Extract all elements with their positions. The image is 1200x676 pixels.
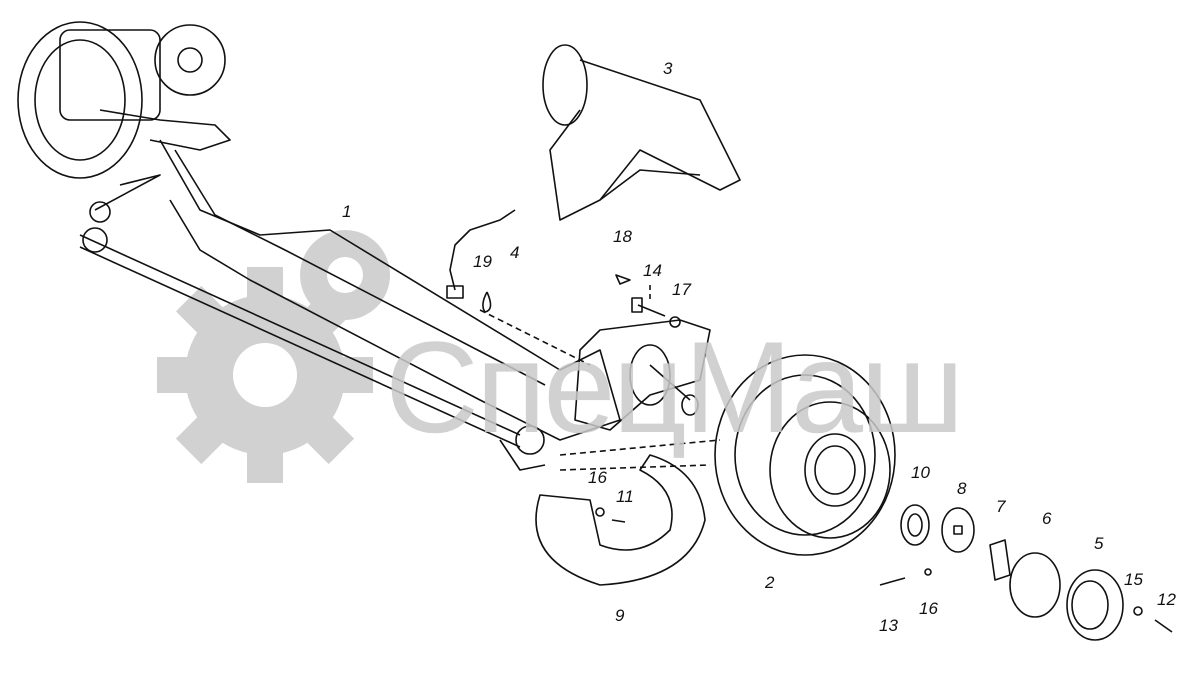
bearing xyxy=(900,504,930,546)
abs-sensor xyxy=(446,209,516,299)
left-hub-assembly xyxy=(17,21,231,223)
callout-14: 14 xyxy=(643,261,662,280)
callout-10: 10 xyxy=(911,463,930,482)
gasket xyxy=(1009,552,1061,618)
callout-6: 6 xyxy=(1042,509,1052,528)
callout-16-shield: 16 xyxy=(588,468,607,487)
callout-18: 18 xyxy=(613,227,632,246)
callout-4: 4 xyxy=(510,243,520,262)
lock-plate xyxy=(989,539,1011,581)
brake-disc-hub xyxy=(714,354,896,556)
callout-7: 7 xyxy=(996,497,1006,516)
hub-cap xyxy=(1066,569,1124,641)
callout-16-hub: 16 xyxy=(919,599,938,618)
callout-8: 8 xyxy=(957,479,967,498)
watermark-gear-icon xyxy=(157,230,390,483)
callout-1: 1 xyxy=(342,202,352,221)
callout-12: 12 xyxy=(1157,590,1176,609)
watermark-text: СпецМаш xyxy=(385,314,964,460)
dust-shield xyxy=(535,454,706,586)
washer xyxy=(941,507,975,553)
brake-caliper xyxy=(542,44,741,221)
tie-rod xyxy=(79,227,546,471)
callout-3: 3 xyxy=(663,59,673,78)
steering-knuckle xyxy=(574,319,711,431)
callout-9: 9 xyxy=(615,606,625,625)
callout-13: 13 xyxy=(879,616,898,635)
callout-5: 5 xyxy=(1094,534,1104,553)
callout-11: 11 xyxy=(616,487,634,506)
front-axle-beam xyxy=(159,139,621,441)
grease-drop-icon xyxy=(482,291,492,313)
callout-15: 15 xyxy=(1124,570,1143,589)
callout-2: 2 xyxy=(765,573,775,592)
callout-19: 19 xyxy=(473,252,492,271)
callout-17: 17 xyxy=(672,280,691,299)
